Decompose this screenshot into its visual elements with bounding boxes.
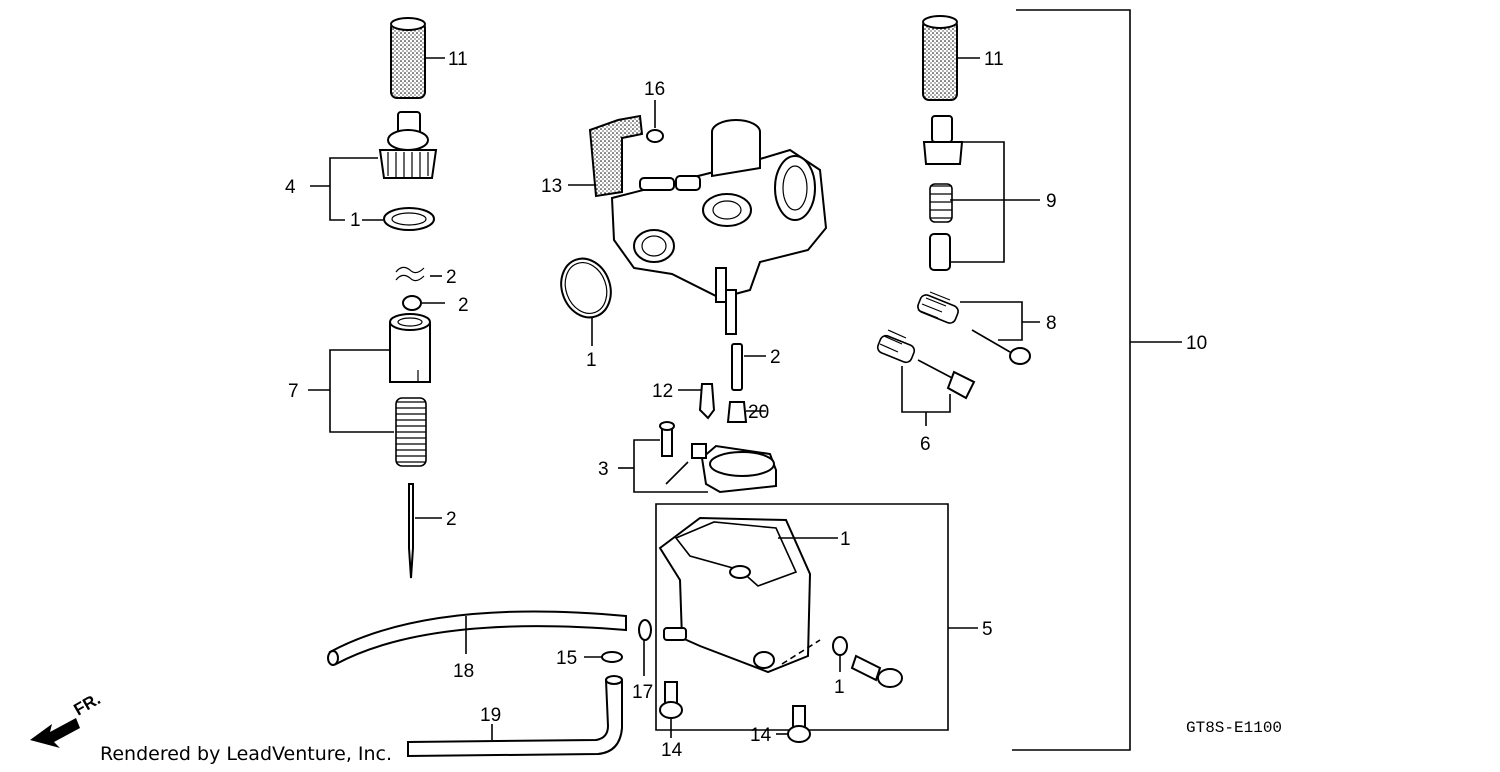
throttle-cap: [378, 111, 438, 179]
callout-7: 7: [288, 381, 299, 402]
assembly-bracket-10: [1012, 9, 1131, 751]
callout-11-right: 11: [984, 49, 1004, 70]
hose-clip-15: [601, 651, 623, 663]
carburetor-body: [610, 119, 828, 335]
callout-14-left: 14: [661, 740, 683, 761]
screw-14-right: [787, 705, 811, 743]
callout-1-chamber: 1: [840, 529, 851, 550]
callout-8: 8: [1046, 313, 1057, 334]
drain-tube-19: [407, 679, 623, 758]
retainer: [402, 295, 422, 311]
callout-13: 13: [541, 176, 562, 197]
throttle-spring: [395, 397, 427, 467]
callout-3: 3: [598, 459, 609, 480]
filter-sleeve-left: [390, 17, 426, 99]
callout-2-jet: 2: [770, 347, 781, 368]
callout-4: 4: [285, 177, 296, 198]
hose-clip-17: [638, 619, 652, 641]
throttle-valve: [389, 313, 431, 383]
float-chamber: [658, 516, 812, 674]
callout-10: 10: [1186, 333, 1207, 354]
idle-screw-assembly: [917, 291, 1031, 365]
callout-17: 17: [632, 682, 653, 703]
callout-12: 12: [652, 381, 673, 402]
callout-2-retainer: 2: [458, 295, 469, 316]
fuel-hose-18: [328, 610, 627, 666]
callout-9: 9: [1046, 191, 1057, 212]
fitting-assembly: [922, 115, 964, 271]
callout-2-needle: 2: [446, 509, 457, 530]
filter-sleeve-right: [922, 15, 958, 101]
drain-screw: [850, 654, 903, 688]
needle-clip: [395, 266, 425, 282]
hose-clip-16: [646, 129, 664, 143]
callout-11-left: 11: [448, 49, 468, 70]
front-direction-arrow-icon: [30, 718, 80, 748]
callout-20: 20: [748, 402, 769, 423]
o-ring-large: [560, 257, 612, 319]
callout-15: 15: [556, 648, 577, 669]
float-valve: [698, 383, 716, 420]
callout-19: 19: [480, 705, 501, 726]
callout-1-cap: 1: [350, 210, 361, 231]
callout-16: 16: [644, 79, 665, 100]
diagram-code: GT8S-E1100: [1186, 719, 1282, 737]
direction-label: FR.: [71, 689, 104, 719]
gasket-ring-left: [383, 207, 435, 231]
mixture-screw-assembly: [876, 329, 976, 400]
main-jet: [726, 401, 748, 423]
callout-1-oring: 1: [586, 350, 597, 371]
drain-washer: [832, 636, 848, 656]
callout-14-right: 14: [750, 725, 772, 746]
callout-1-drain: 1: [834, 677, 845, 698]
vent-tube-13: [588, 114, 644, 198]
callout-6: 6: [920, 434, 931, 455]
needle-jet: [731, 343, 743, 391]
float-assembly: [659, 421, 777, 494]
screw-14-left: [659, 681, 683, 719]
jet-needle: [408, 483, 414, 579]
float-chamber-box: [655, 503, 949, 731]
callout-18: 18: [453, 661, 474, 682]
callout-2-clip: 2: [446, 267, 457, 288]
callout-5: 5: [982, 619, 993, 640]
credit-text: Rendered by LeadVenture, Inc.: [100, 743, 392, 765]
